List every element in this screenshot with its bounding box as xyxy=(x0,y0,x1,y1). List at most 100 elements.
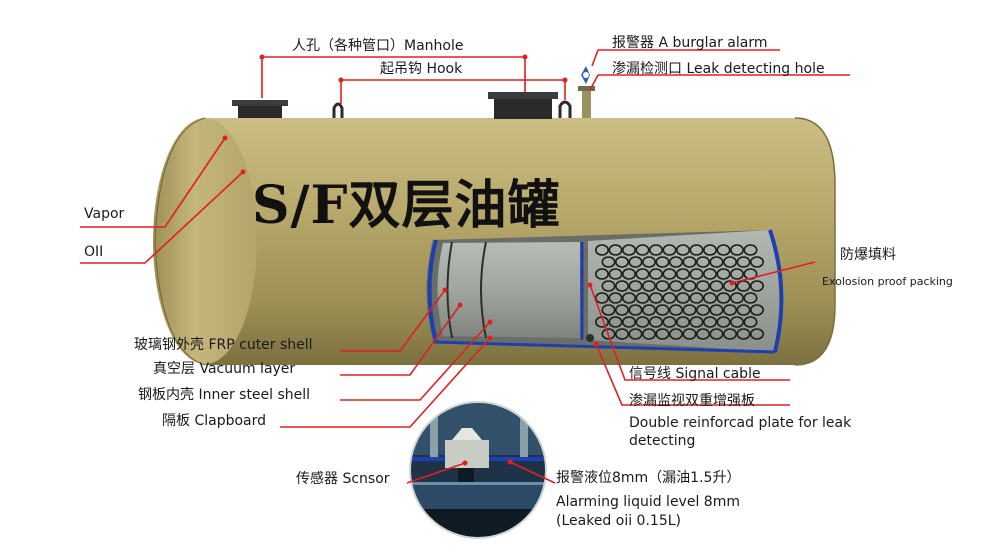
packing-ball xyxy=(702,316,717,328)
packing-ball xyxy=(668,304,683,316)
leak-hole-label: 渗漏检测口 Leak detecting hole xyxy=(612,61,825,77)
packing-ball xyxy=(722,304,737,316)
packing-ball xyxy=(709,328,724,340)
packing-ball xyxy=(614,328,629,340)
sensor-label: 传感器 Scnsor xyxy=(296,471,390,487)
packing-ball xyxy=(722,328,737,340)
packing-ball xyxy=(648,316,663,328)
frp-shell-label: 玻璃钢外壳 FRP cuter shell xyxy=(134,337,313,353)
packing-ball xyxy=(635,292,650,304)
packing-ball xyxy=(662,316,677,328)
packing-ball xyxy=(716,292,731,304)
packing-ball xyxy=(655,328,670,340)
alarm-label: 报警器 A burglar alarm xyxy=(612,35,768,51)
packing-ball xyxy=(655,256,670,268)
packing-ball xyxy=(594,244,609,256)
packing-ball xyxy=(675,316,690,328)
alarm-icon xyxy=(581,66,590,84)
reinforced-plate-label-en: Double reinforcad plate for leak detecti… xyxy=(629,415,852,449)
packing-ball xyxy=(736,256,751,268)
packing-ball xyxy=(601,304,616,316)
packing-ball xyxy=(662,244,677,256)
oil-label: OII xyxy=(84,244,104,260)
packing-ball xyxy=(736,304,751,316)
packing-ball xyxy=(695,256,710,268)
hook-icon-right xyxy=(558,100,572,118)
packing-ball xyxy=(743,292,758,304)
packing-ball xyxy=(729,268,744,280)
packing-ball xyxy=(702,292,717,304)
packing-ball xyxy=(736,328,751,340)
packing-ball xyxy=(594,292,609,304)
hook-icon xyxy=(332,102,344,118)
packing-ball xyxy=(614,280,629,292)
packing-ball xyxy=(743,316,758,328)
packing-ball xyxy=(695,280,710,292)
packing-ball xyxy=(628,328,643,340)
packing-ball xyxy=(689,292,704,304)
manhole-left xyxy=(232,100,288,118)
tank-title: S/F双层油罐 xyxy=(252,175,561,236)
packing-ball xyxy=(621,316,636,328)
packing-ball xyxy=(655,280,670,292)
vacuum-layer-label: 真空层 Vacuum layer xyxy=(153,361,296,377)
packing-ball xyxy=(668,256,683,268)
packing-ball xyxy=(628,280,643,292)
manhole-label: 人孔（各种管口）Manhole xyxy=(292,38,464,54)
manhole-right xyxy=(488,92,558,119)
packing-ball xyxy=(621,292,636,304)
packing-ball xyxy=(641,256,656,268)
packing-ball xyxy=(709,256,724,268)
packing-ball xyxy=(716,316,731,328)
alarm-level-label-cn: 报警液位8mm（漏油1.5升） xyxy=(556,470,741,486)
packing-ball xyxy=(628,256,643,268)
packing-ball xyxy=(635,244,650,256)
packing-ball xyxy=(641,280,656,292)
packing-ball xyxy=(608,292,623,304)
packing-ball xyxy=(614,256,629,268)
packing-ball xyxy=(743,244,758,256)
packing-ball xyxy=(682,304,697,316)
packing-ball xyxy=(675,268,690,280)
packing-ball xyxy=(635,316,650,328)
packing-ball xyxy=(722,280,737,292)
packing-ball xyxy=(648,292,663,304)
packing-ball xyxy=(668,328,683,340)
packing-ball xyxy=(601,328,616,340)
packing-ball xyxy=(601,256,616,268)
packing-ball xyxy=(608,268,623,280)
inner-steel-shell-label: 钢板内壳 Inner steel shell xyxy=(138,387,311,403)
reinforced-plate-label-cn: 渗漏监视双重增强板 xyxy=(629,393,755,409)
packing-ball xyxy=(736,280,751,292)
packing-ball xyxy=(621,244,636,256)
packing-ball xyxy=(648,244,663,256)
packing-ball xyxy=(729,316,744,328)
packing-ball xyxy=(594,268,609,280)
sensor-detail xyxy=(409,401,547,539)
packing-ball xyxy=(749,304,764,316)
packing-ball xyxy=(695,304,710,316)
packing-ball xyxy=(682,256,697,268)
packing-ball xyxy=(641,328,656,340)
packing-ball xyxy=(749,328,764,340)
packing-ball xyxy=(689,244,704,256)
packing-ball xyxy=(716,268,731,280)
packing-ball xyxy=(648,268,663,280)
packing-ball xyxy=(662,292,677,304)
hook-label: 起吊钩 Hook xyxy=(380,61,463,77)
packing-ball xyxy=(641,304,656,316)
clapboard-label: 隔板 Clapboard xyxy=(162,413,267,429)
packing-ball xyxy=(682,328,697,340)
packing-ball xyxy=(729,244,744,256)
packing-ball xyxy=(668,280,683,292)
vapor-label: Vapor xyxy=(84,206,125,222)
leak-detecting-pipe xyxy=(578,86,595,118)
packing-ball xyxy=(608,244,623,256)
explosion-proof-packing xyxy=(594,244,764,340)
packing-ball xyxy=(702,244,717,256)
signal-cable-label: 信号线 Signal cable xyxy=(629,366,761,382)
packing-ball xyxy=(709,280,724,292)
packing-label-en: Exolosion proof packing xyxy=(822,275,953,288)
packing-ball xyxy=(709,304,724,316)
packing-ball xyxy=(749,280,764,292)
